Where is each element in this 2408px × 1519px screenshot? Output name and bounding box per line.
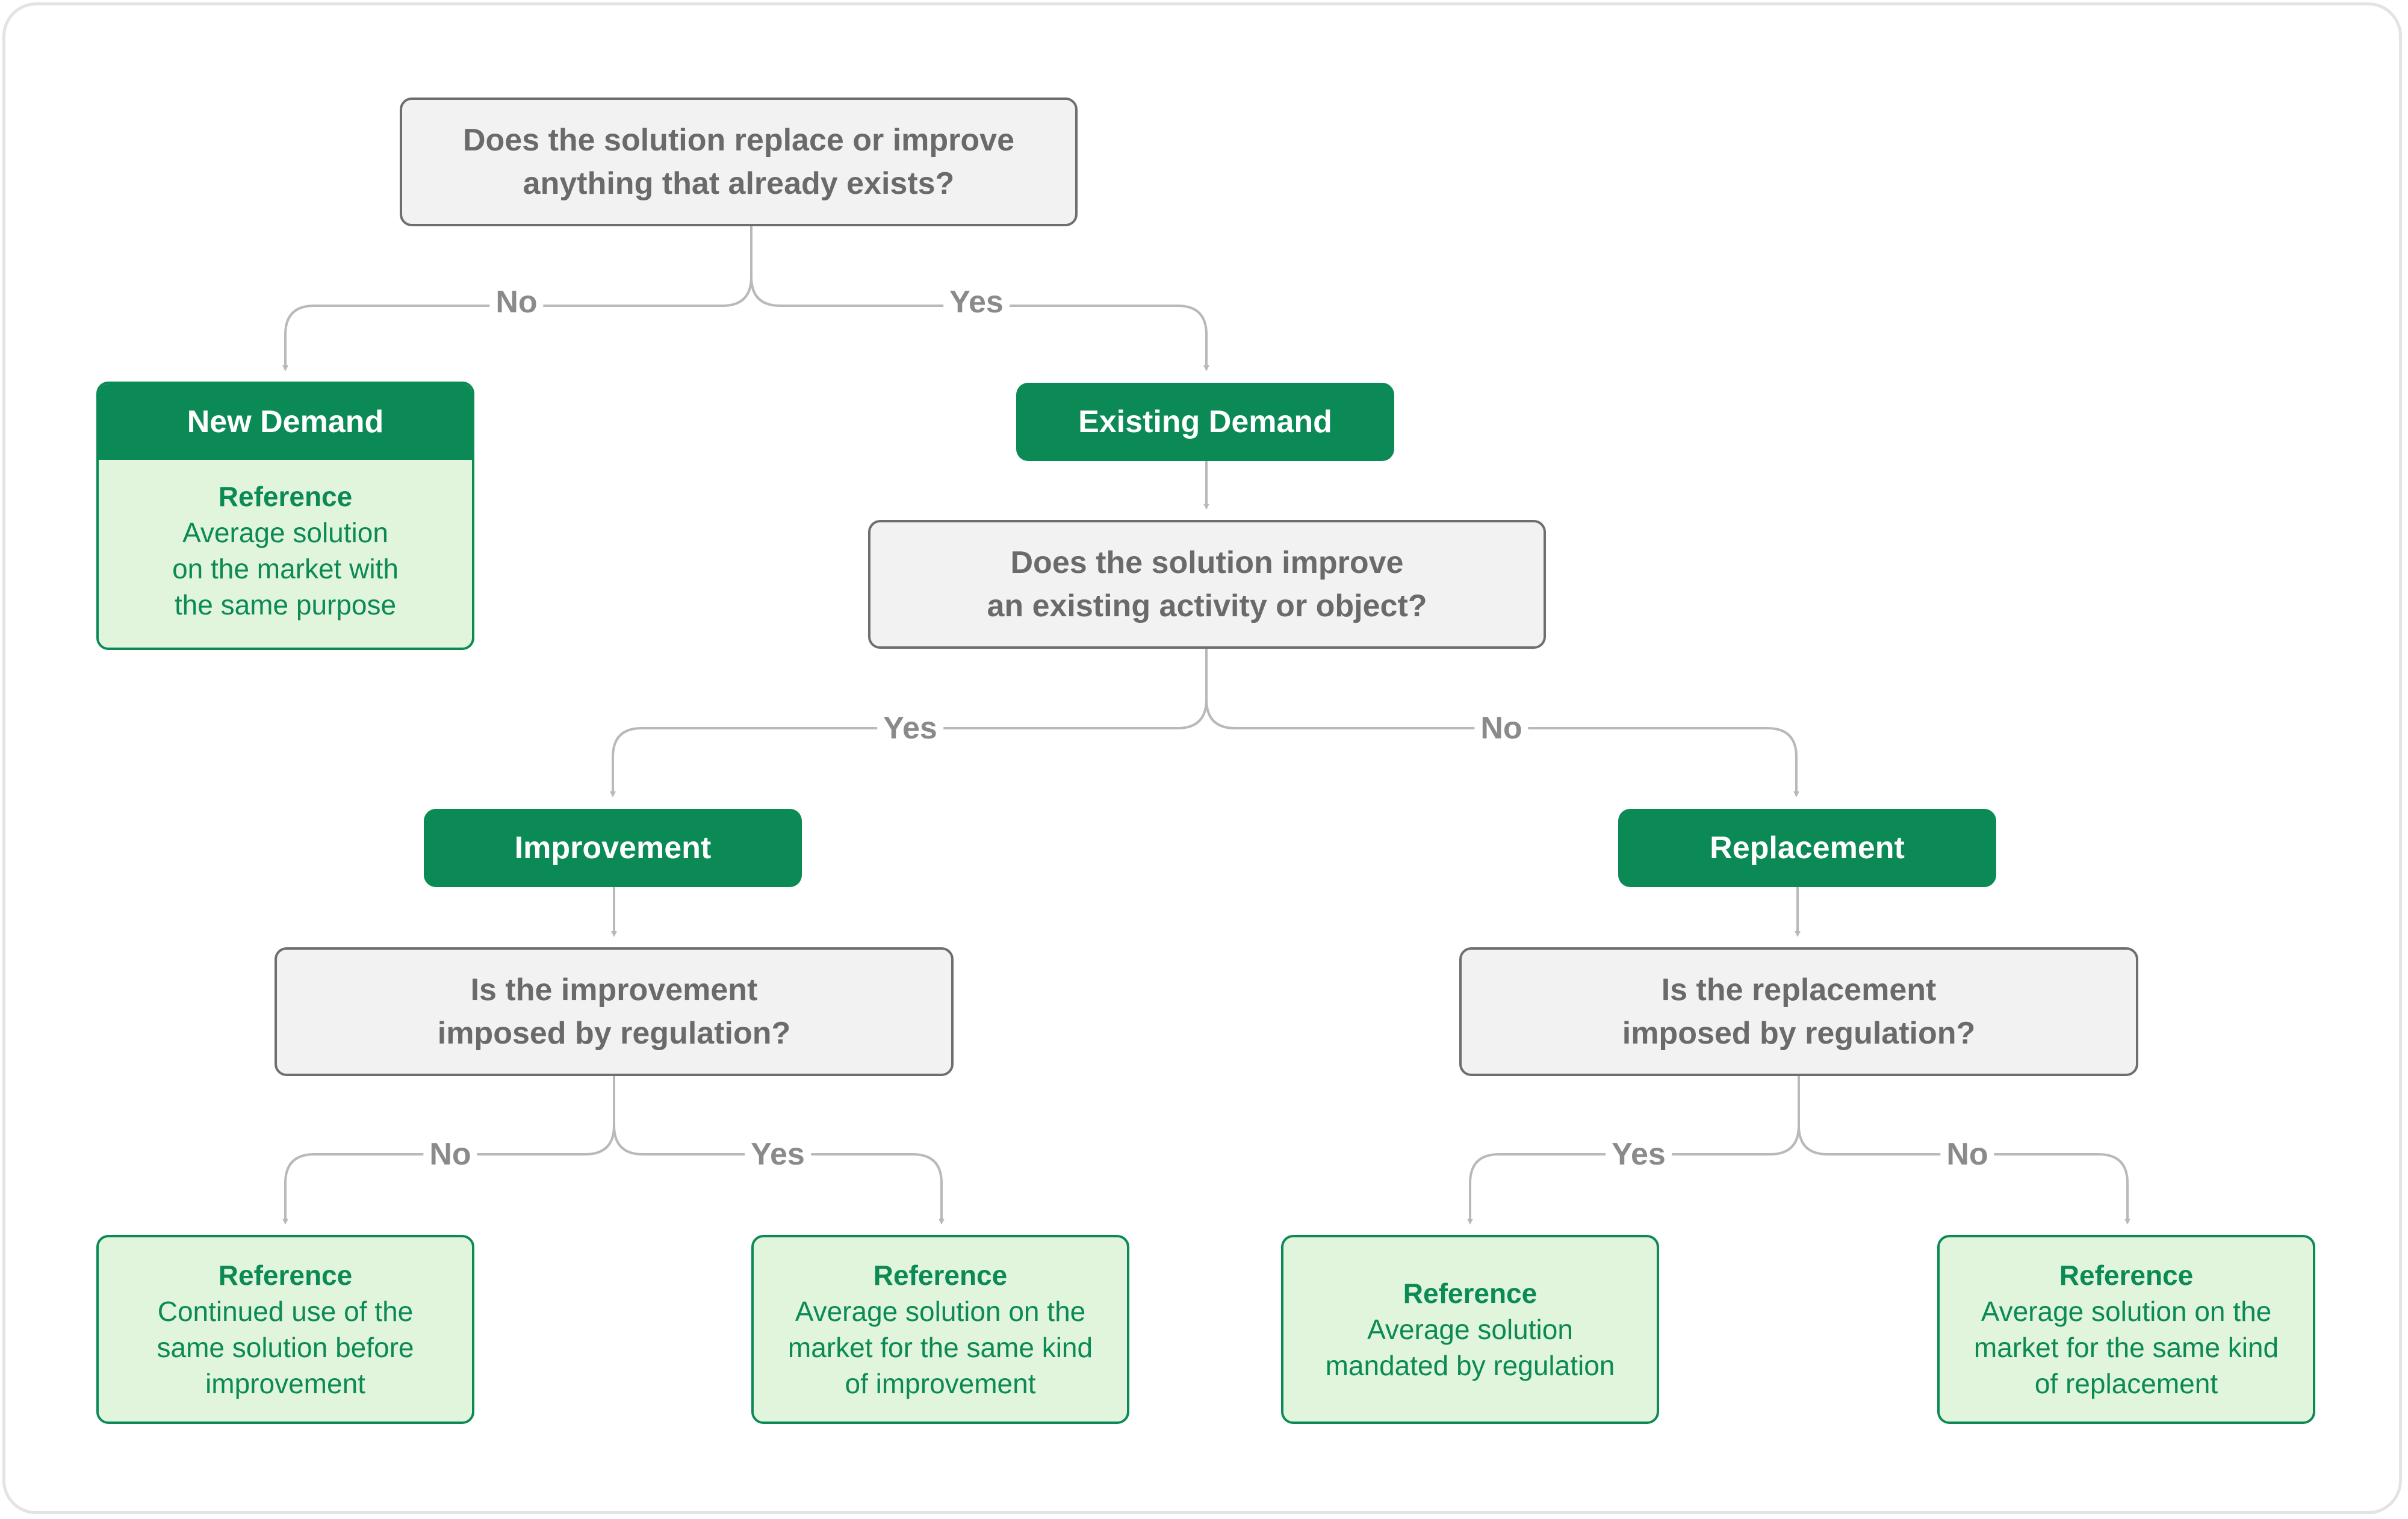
edge-label-q3-no: No [423, 1136, 477, 1172]
edge-label-q1-yes: Yes [943, 284, 1010, 320]
reference-title: Reference [218, 1260, 353, 1291]
new-demand-header: New Demand [99, 384, 472, 460]
edge-label-q2-yes: Yes [877, 710, 943, 746]
question-replacement-regulation: Is the replacement imposed by regulation… [1459, 947, 2138, 1076]
edge-label-q4-no: No [1940, 1136, 1994, 1172]
reference-mandated-regulation: Reference Average solution mandated by r… [1281, 1235, 1659, 1424]
question-replace-or-improve: Does the solution replace or improve any… [400, 97, 1078, 226]
reference-market-replacement: Reference Average solution on the market… [1937, 1235, 2315, 1424]
reference-title: Reference [1403, 1278, 1538, 1309]
reference-title: Reference [2059, 1260, 2194, 1291]
reference-text: Average solution mandated by regulation [1325, 1314, 1615, 1381]
improvement-pill: Improvement [424, 809, 802, 887]
new-demand-reference: Reference Average solution on the market… [99, 460, 472, 642]
reference-market-improvement: Reference Average solution on the market… [751, 1235, 1129, 1424]
edge-label-q1-no: No [489, 284, 544, 320]
reference-title: Reference [873, 1260, 1008, 1291]
reference-text: Average solution on the market with the … [172, 517, 399, 620]
edge-label-q2-no: No [1474, 710, 1528, 746]
reference-continued-use: Reference Continued use of the same solu… [96, 1235, 474, 1424]
reference-text: Continued use of the same solution befor… [157, 1296, 414, 1399]
edge-label-q3-yes: Yes [745, 1136, 811, 1172]
replacement-pill: Replacement [1618, 809, 1996, 887]
new-demand-box: New Demand Reference Average solution on… [96, 382, 474, 650]
question-improve-existing: Does the solution improve an existing ac… [868, 520, 1546, 649]
question-improvement-regulation: Is the improvement imposed by regulation… [275, 947, 954, 1076]
reference-text: Average solution on the market for the s… [787, 1296, 1093, 1399]
reference-title: Reference [218, 481, 353, 512]
edge-label-q4-yes: Yes [1606, 1136, 1672, 1172]
existing-demand-pill: Existing Demand [1016, 383, 1394, 461]
reference-text: Average solution on the market for the s… [1973, 1296, 2279, 1399]
